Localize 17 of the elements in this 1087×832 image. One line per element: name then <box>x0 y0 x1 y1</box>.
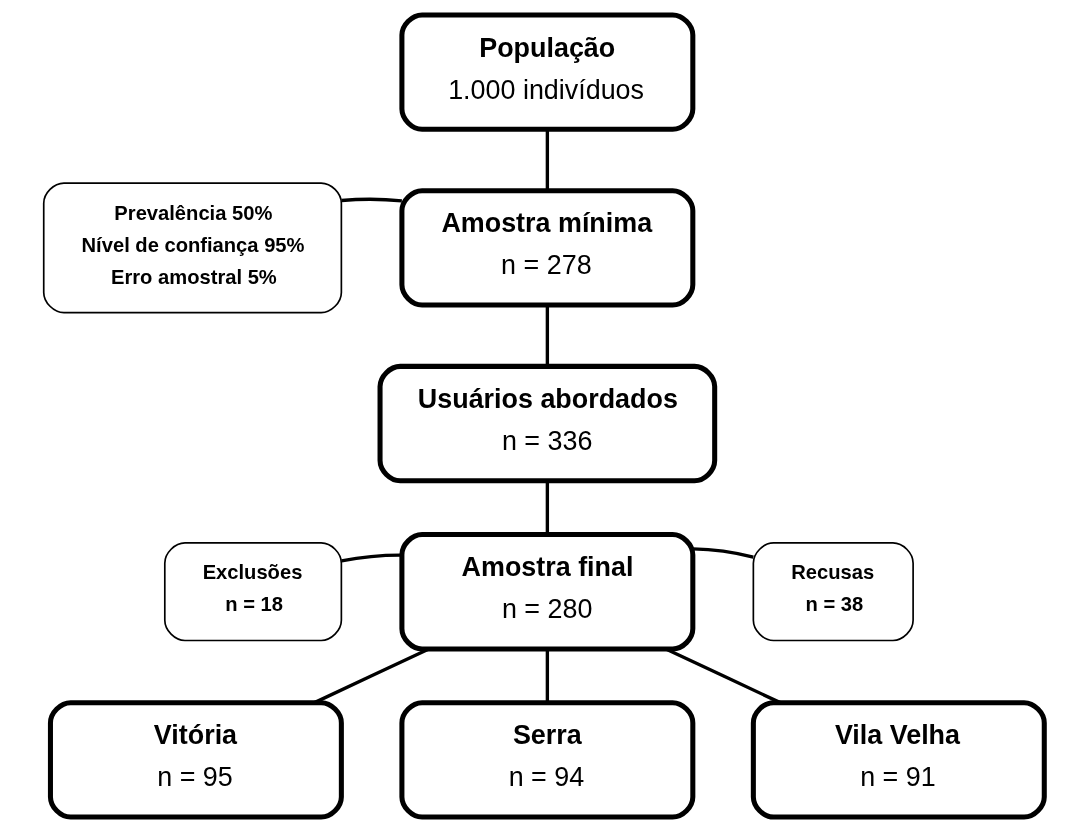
connector <box>340 197 402 203</box>
node-box: Serra n = 94 <box>398 700 695 820</box>
node-box: Usuários abordados n = 336 <box>377 363 717 484</box>
node-box: Vila Velha n = 91 <box>750 700 1047 820</box>
connector <box>545 129 549 191</box>
connector <box>545 649 549 703</box>
node-box: Prevalência 50% Nível de confiança 95% Erro amostral 5% <box>42 182 342 314</box>
connector <box>545 481 549 535</box>
node-box: Amostra mínima n = 278 <box>398 188 695 308</box>
connector <box>545 305 549 367</box>
node-box: Vitória n = 95 <box>47 700 344 820</box>
node-box: Recusas n = 38 <box>752 542 914 642</box>
connector <box>340 553 402 563</box>
node-box: População 1.000 indivíduos <box>398 12 695 132</box>
node-box: Exclusões n = 18 <box>163 542 342 642</box>
node-box: Amostra final n = 280 <box>398 532 695 652</box>
connector <box>692 547 754 559</box>
